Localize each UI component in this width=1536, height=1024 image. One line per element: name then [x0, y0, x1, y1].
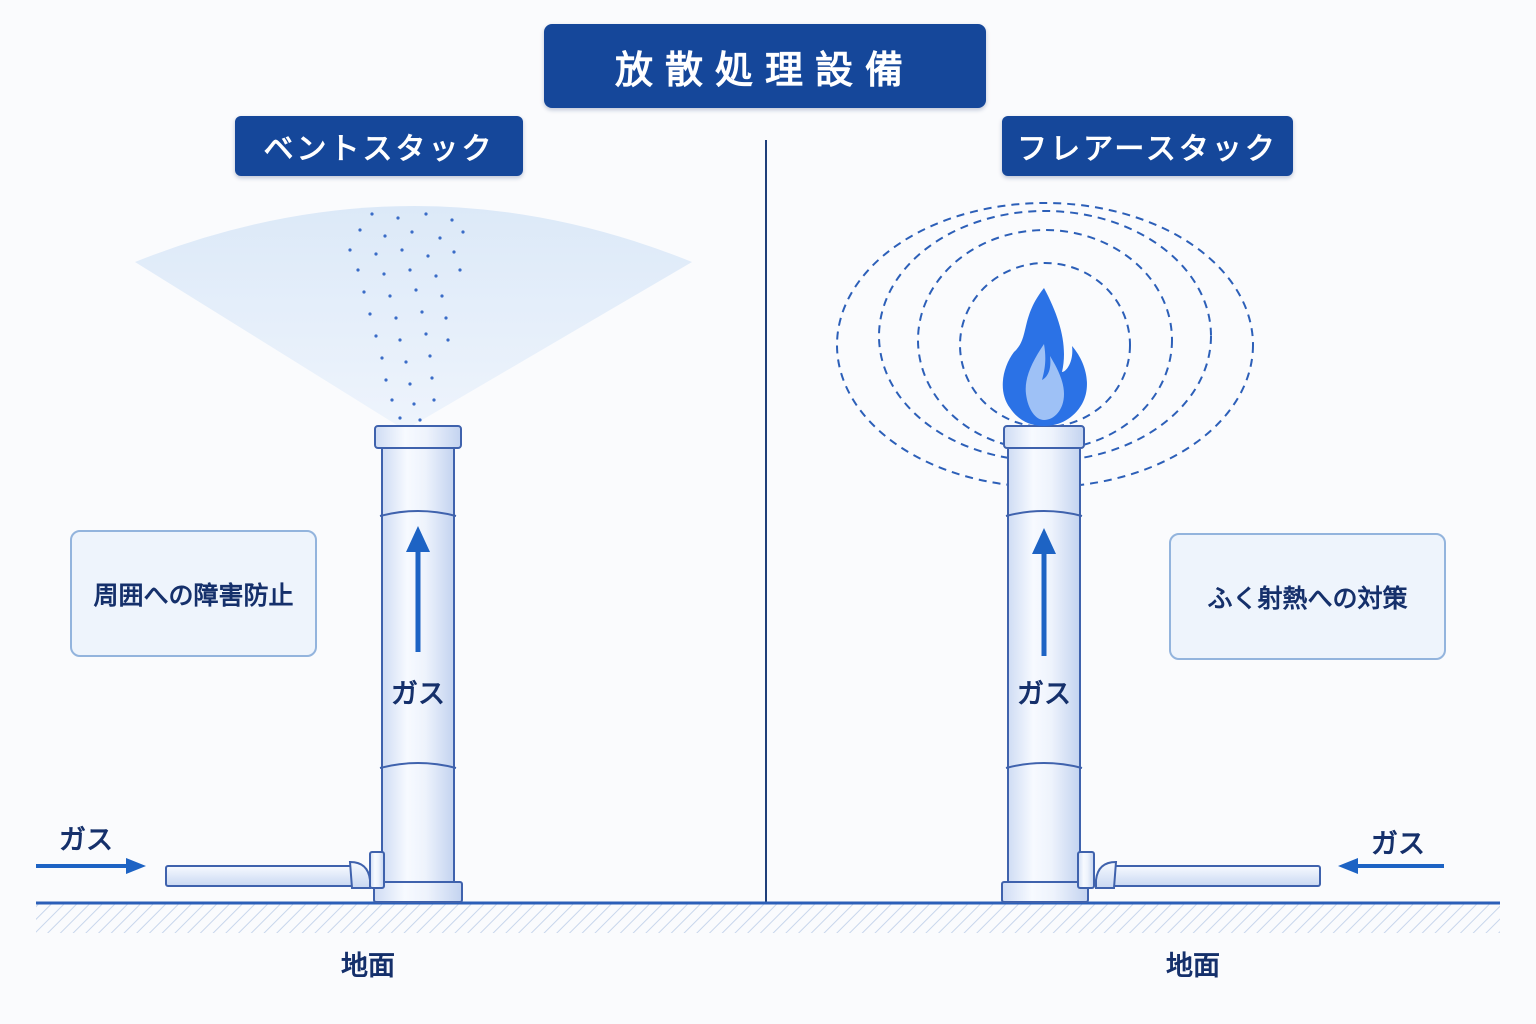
vent-ground-label: 地面: [341, 951, 395, 982]
vent-inlet-gas-label: ガス: [59, 825, 113, 856]
flare-ground-label: 地面: [1166, 951, 1220, 982]
vent-pipe-gas-label: ガス: [391, 679, 445, 710]
vent-flow-arrow: [406, 526, 430, 652]
vent-inlet-arrow: [36, 858, 146, 874]
vent-stack: [165, 425, 463, 903]
page-title: 放散処理設備: [544, 24, 986, 108]
flare-stack-label: フレアースタック: [1002, 116, 1293, 176]
flame-icon: [1002, 288, 1087, 426]
flare-note: ふく射熱への対策: [1169, 533, 1446, 660]
vent-note: 周囲への障害防止: [70, 530, 317, 657]
vent-stack-label: ベントスタック: [235, 116, 523, 176]
vent-plume: [135, 206, 692, 430]
flare-flow-arrow: [1032, 528, 1056, 656]
flare-inlet-arrow: [1338, 858, 1444, 874]
flare-stack: [1001, 425, 1321, 903]
flare-inlet-gas-label: ガス: [1371, 829, 1425, 860]
vent-particles: [348, 212, 465, 422]
ground-hatch: [36, 903, 1500, 933]
flare-pipe-gas-label: ガス: [1017, 679, 1071, 710]
